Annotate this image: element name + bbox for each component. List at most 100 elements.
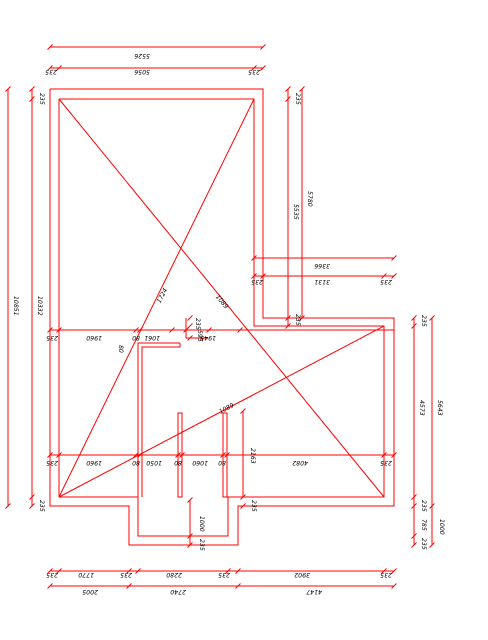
tick-mark [187,315,193,321]
dim-label: 3366 [314,262,330,269]
dim-label: 235 [46,334,58,341]
tick-mark [47,452,53,458]
dim-label: 235 [198,539,205,551]
tick-mark [56,452,62,458]
tick-mark [126,583,132,589]
dim-label: 235 [420,538,427,550]
dim-label: 235 [194,318,201,330]
dim-label: 2280 [166,571,182,578]
tick-mark [285,86,291,92]
dim-label: 235 [251,278,263,285]
tick-mark [299,86,305,92]
tick-mark [126,568,132,574]
dim-label: 5526 [134,52,150,59]
partition-wall [141,343,181,497]
dim-label: 235 [46,459,58,466]
tick-marks [5,44,435,589]
tick-mark [237,327,243,333]
partition-wall [137,342,180,497]
tick-mark [429,542,435,548]
tick-mark [206,327,212,333]
tick-mark [169,327,175,333]
dim-label: 2740 [170,588,186,595]
inner-wall-outline [58,98,385,537]
dim-label: 235 [420,315,427,327]
dim-label: 10332 [36,296,43,316]
tick-mark [56,327,62,333]
tick-mark [240,494,246,500]
tick-mark [391,452,397,458]
tick-mark [137,327,143,333]
tick-mark [5,86,11,92]
dim-label: 80 [132,459,140,466]
dim-label: 5780 [306,191,313,207]
tick-mark [47,44,53,50]
dim-label: 5535 [292,204,299,220]
tick-mark [235,583,241,589]
dim-label: 2005 [82,588,98,595]
dim-label: 1960 [86,459,102,466]
tick-mark [179,452,185,458]
dim-label: 235 [250,500,257,512]
tick-mark [391,568,397,574]
tick-mark [187,323,193,329]
tick-mark [251,255,257,261]
tick-mark [251,65,257,71]
tick-mark [235,568,241,574]
dim-label: 5056 [134,68,150,75]
tick-mark [391,583,397,589]
tick-mark [381,273,387,279]
dim-label: 1060 [192,459,208,466]
tick-mark [240,408,246,414]
dim-label: 1724 [156,287,170,304]
dim-label: 5643 [436,400,443,416]
dim-label: 1050 [146,459,162,466]
dim-label: 80 [132,334,140,341]
roof-diagonals [58,98,385,498]
tick-mark [47,65,53,71]
outer-walls [49,88,395,546]
dim-label: 235 [294,314,301,326]
tick-mark [391,255,397,261]
diagonal-line [58,325,385,498]
tick-mark [285,315,291,321]
tick-mark [251,273,257,279]
tick-mark [56,568,62,574]
dim-label: 4573 [418,400,425,416]
dim-label: 235 [218,571,230,578]
tick-mark [56,65,62,71]
tick-mark [29,503,35,509]
tick-mark [47,568,53,574]
tick-mark [260,273,266,279]
dim-label: 1960 [86,334,102,341]
dim-label: 235 [38,500,45,512]
dim-label: 235 [45,68,57,75]
dim-label: 235 [380,571,392,578]
dim-label: 3131 [314,278,330,285]
dim-label: 1945 [200,334,216,341]
tick-mark [47,583,53,589]
tick-mark [224,452,230,458]
dim-label: 235 [294,93,301,105]
tick-mark [29,96,35,102]
dim-label: 2163 [249,448,256,464]
dim-label: 235 [420,500,427,512]
tick-mark [260,44,266,50]
tick-mark [285,96,291,102]
dim-label: 4147 [306,588,322,595]
dim-label: 1000 [438,519,445,535]
tick-mark [29,86,35,92]
tick-mark [411,323,417,329]
tick-mark [187,542,193,548]
dim-label: 235 [120,571,132,578]
tick-mark [187,497,193,503]
dim-label: 595 [196,330,203,342]
dim-label: 1061 [144,334,160,341]
diagonal-line [58,98,385,498]
dim-label: 1770 [78,571,94,578]
dim-label: 10851 [12,296,19,316]
tick-mark [133,327,139,333]
dim-label: 1000 [198,516,205,532]
dim-label: 3902 [294,571,310,578]
